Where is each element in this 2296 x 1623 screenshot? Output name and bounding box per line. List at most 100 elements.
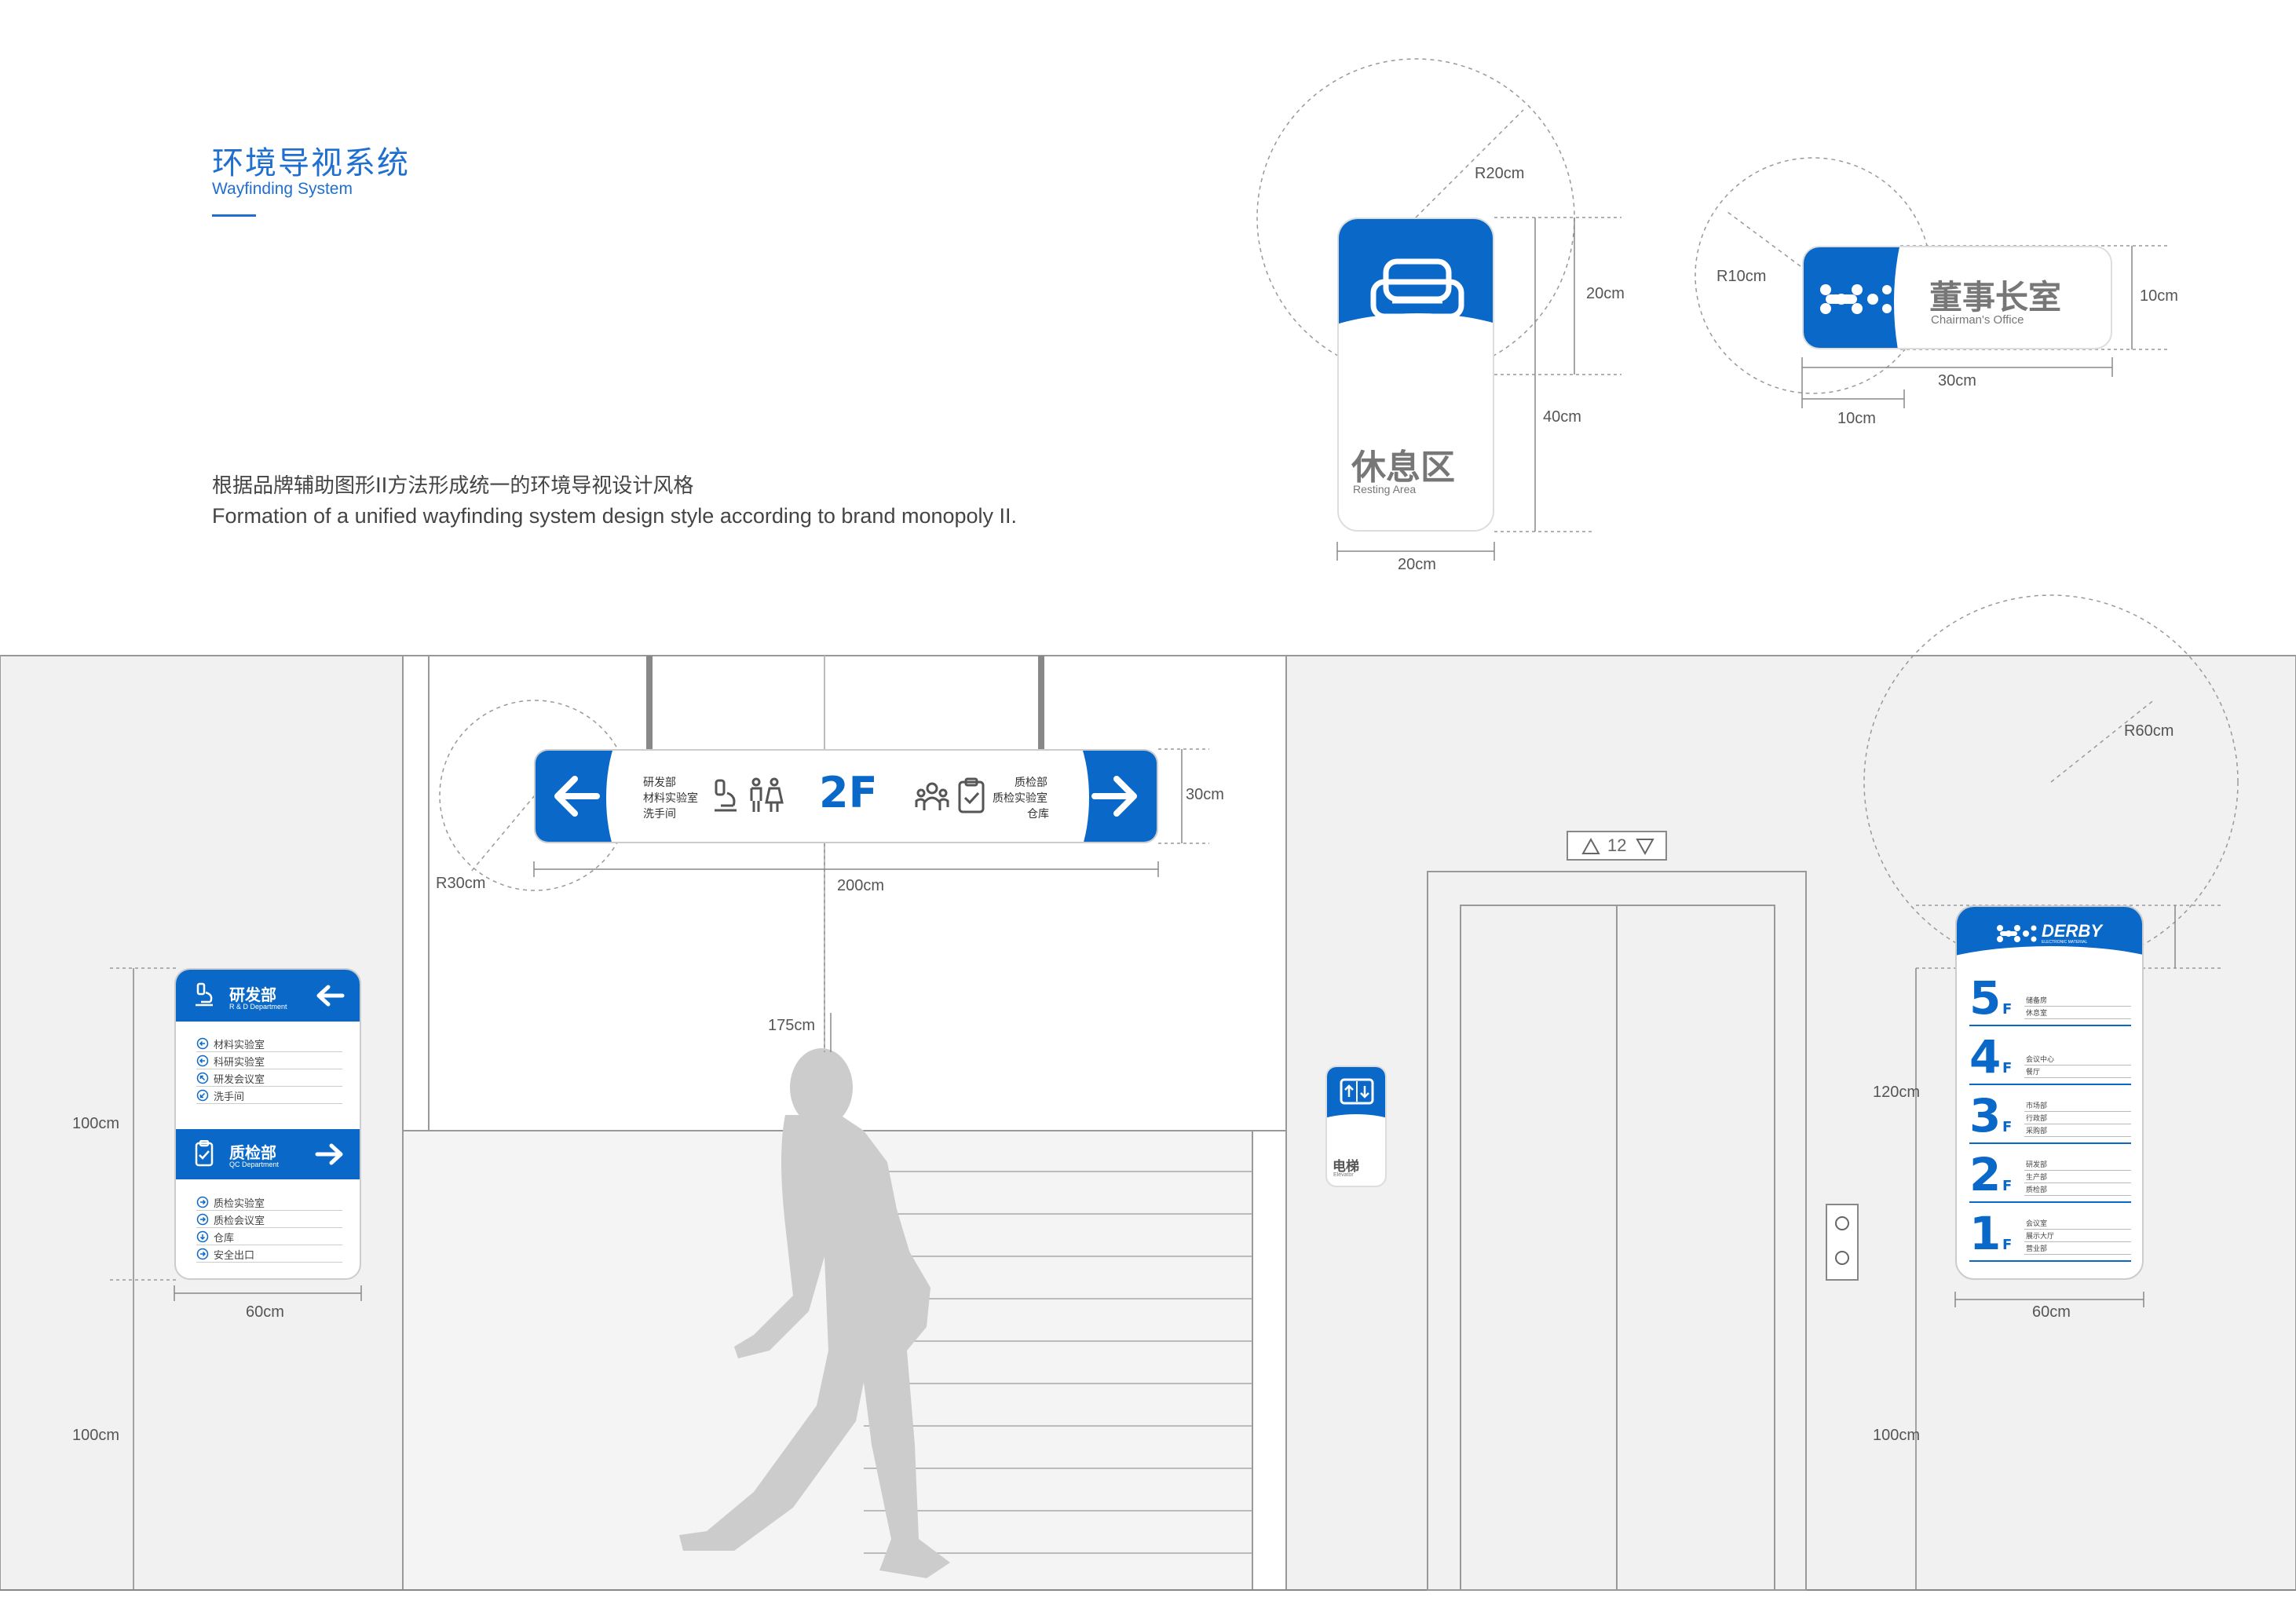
rd-item-4: 洗手间 [196, 1087, 342, 1104]
floor-item: 行政部 [2024, 1113, 2131, 1124]
floor-suffix: F [2002, 1119, 2013, 1135]
floor-underline [1969, 1260, 2131, 1262]
floor-suffix: F [2002, 1001, 2013, 1018]
arrow-right-icon [196, 1248, 209, 1260]
floor-underline [1969, 1025, 2131, 1026]
floor-item: 展示大厅 [2024, 1230, 2131, 1242]
resting-height-total-label: 40cm [1543, 408, 1581, 426]
description-en: Formation of a unified wayfinding system… [212, 504, 1018, 528]
brand-dots-icon [1997, 925, 2037, 942]
rd-section-title-en: R & D Department [229, 1003, 287, 1011]
hanging-left-item-3: 洗手间 [643, 808, 676, 821]
rd-item-label: 研发会议室 [214, 1074, 265, 1086]
arrow-down-icon [196, 1230, 209, 1243]
resting-sign-curve [1339, 313, 1493, 408]
microscope-icon [715, 779, 737, 812]
floor-item: 储备房 [2024, 995, 2131, 1007]
floor-item-label: 展示大厅 [2026, 1233, 2055, 1241]
floor-suffix: F [2002, 1237, 2013, 1253]
office-tab-width-label: 10cm [1837, 410, 1876, 427]
team-icon [915, 782, 949, 810]
hanging-left-curve [606, 751, 669, 842]
rd-item-label: 洗手间 [214, 1091, 245, 1103]
resting-width-label: 20cm [1398, 556, 1436, 573]
floor-item-label: 营业部 [2026, 1245, 2048, 1253]
arrow-left-icon [316, 985, 345, 1007]
office-sign-name-cn: 董事长室 [1929, 278, 2062, 316]
office-sign-name-en: Chairman's Office [1931, 313, 2024, 327]
qc-item-label: 安全出口 [214, 1250, 255, 1262]
qc-item-2: 质检会议室 [196, 1212, 342, 1228]
floor-number: 3 [1969, 1089, 2002, 1142]
qc-section-title-cn: 质检部 [229, 1143, 276, 1162]
elevator-floor-indicator: 12 [1607, 835, 1627, 855]
floor-suffix: F [2002, 1060, 2013, 1077]
rd-section-title-cn: 研发部 [229, 985, 276, 1004]
page-subtitle: Wayfinding System [212, 180, 353, 198]
qc-item-1: 质检实验室 [196, 1194, 342, 1211]
wall-directory-mount-label: 100cm [72, 1427, 120, 1444]
hanging-radius-label: R30cm [436, 875, 486, 892]
hanging-direction-sign: 研发部 材料实验室 洗手间 2F 质检部 质检实验室 仓库 [534, 749, 1158, 843]
rd-item-1: 材料实验室 [196, 1036, 342, 1052]
qc-section-title-en: QC Department [229, 1161, 280, 1168]
floor-item-label: 休息室 [2026, 1010, 2048, 1018]
arrow-left-icon [196, 1055, 209, 1067]
wall-directory-height-label: 100cm [72, 1115, 120, 1132]
title-underline [212, 214, 256, 217]
floor-item: 会议室 [2024, 1218, 2131, 1230]
floor-item-label: 餐厅 [2026, 1069, 2041, 1077]
floor-directory-height-label: 120cm [1873, 1084, 1921, 1101]
floor-item: 市场部 [2024, 1100, 2131, 1112]
floor-item: 研发部 [2024, 1159, 2131, 1171]
elevator-sign-cn: 电梯 [1333, 1159, 1359, 1175]
clipboard-icon [195, 1140, 214, 1167]
qc-item-label: 质检会议室 [214, 1215, 265, 1227]
floor-number: 2 [1969, 1148, 2002, 1201]
floor-item-label: 会议室 [2026, 1220, 2048, 1228]
hanging-left-item-2: 材料实验室 [643, 792, 698, 805]
clipboard-icon [958, 777, 985, 813]
hanging-width-label: 200cm [837, 877, 885, 894]
elevator-sign-en: Elevator [1333, 1172, 1354, 1178]
clearance-label: 175cm [768, 1017, 816, 1034]
floor-number: 4 [1969, 1030, 2002, 1084]
floor-item-label: 行政部 [2026, 1115, 2048, 1123]
wall-directory-width-label: 60cm [246, 1303, 284, 1321]
floor-item: 餐厅 [2024, 1066, 2131, 1078]
floor-item: 生产部 [2024, 1172, 2131, 1183]
floor-number: 5 [1969, 971, 2002, 1025]
hanging-right-item-3: 仓库 [1027, 808, 1049, 821]
office-height-label: 10cm [2140, 287, 2178, 305]
chairman-office-sign: 董事长室 Chairman's Office [1802, 246, 2112, 349]
arrow-right-icon [315, 1143, 343, 1165]
floor-directory-mount-label: 100cm [1873, 1427, 1921, 1444]
resting-sign-name-en: Resting Area [1353, 483, 1417, 495]
qc-item-label: 质检实验室 [214, 1198, 265, 1210]
floor-item-label: 研发部 [2026, 1161, 2048, 1169]
floor-item-label: 市场部 [2026, 1102, 2048, 1110]
floor-underline [1969, 1201, 2131, 1203]
resting-area-sign: 休息区 Resting Area [1337, 217, 1494, 532]
floor-item-label: 质检部 [2026, 1186, 2048, 1194]
hanging-right-curve [1026, 751, 1089, 842]
floor-underline [1969, 1084, 2131, 1085]
floor-directory-brand-sub: ELECTRONIC MATERIAL [2042, 940, 2088, 945]
arrow-left-icon [554, 776, 600, 817]
rd-item-2: 科研实验室 [196, 1053, 342, 1069]
resting-sign-name-cn: 休息区 [1351, 448, 1455, 488]
floor-underline [1969, 1142, 2131, 1144]
arrow-right-icon [196, 1196, 209, 1208]
floor-directory-brand: DERBY [2042, 921, 2103, 941]
floor-directory-width-label: 60cm [2032, 1303, 2071, 1321]
elevator-icon [1340, 1078, 1374, 1105]
rd-item-label: 科研实验室 [214, 1057, 265, 1069]
hanging-right-item-1: 质检部 [1015, 777, 1047, 789]
office-sign-curve [1894, 247, 1988, 348]
elevator-sign: 电梯 Elevator [1325, 1066, 1387, 1187]
arrow-right-icon [1091, 776, 1137, 817]
